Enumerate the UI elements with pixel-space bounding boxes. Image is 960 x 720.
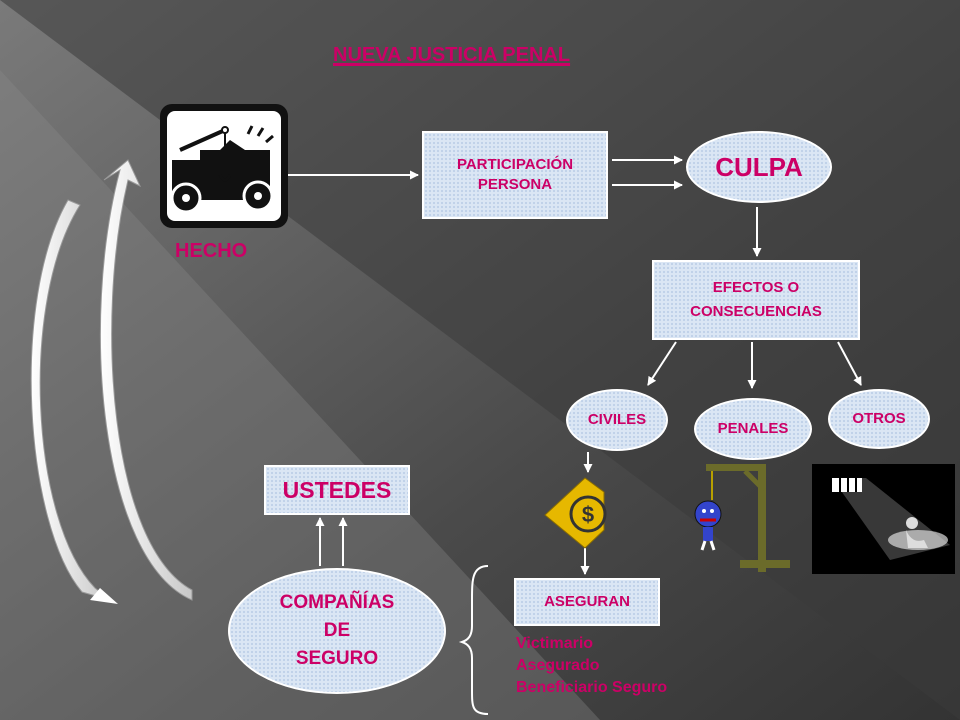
ustedes-label: USTEDES	[282, 476, 392, 503]
companias-label-line1: COMPAÑÍAS	[279, 592, 395, 613]
ustedes-box: USTEDES	[264, 465, 410, 515]
cycle-arrow-down-head	[90, 588, 118, 604]
svg-text:$: $	[582, 502, 594, 527]
cycle-arrow-up	[99, 159, 193, 601]
companias-label-line3: SEGURO	[295, 648, 379, 669]
connector-efectos-civiles	[647, 341, 677, 386]
tow-truck-icon	[160, 104, 288, 228]
page-title: NUEVA JUSTICIA PENAL	[333, 44, 571, 66]
penales-label: PENALES	[717, 420, 789, 437]
efectos-label-line2: CONSECUENCIAS	[690, 303, 822, 320]
civiles-label: CIVILES	[587, 411, 647, 428]
aseguran-box: ASEGURAN	[514, 578, 660, 626]
companias-de-seguro-oval: COMPAÑÍAS DE SEGURO	[228, 568, 446, 694]
connector-efectos-otros	[837, 341, 862, 386]
efectos-label-line1: EFECTOS O	[712, 279, 800, 296]
money-icon: $	[544, 477, 607, 549]
list-item: Asegurado	[516, 657, 600, 674]
list-item: Victimario	[516, 635, 594, 652]
otros-label: OTROS	[852, 410, 906, 427]
gallows-icon	[694, 464, 790, 572]
aseguran-list: Victimario Asegurado Beneficiario Seguro	[516, 633, 667, 699]
efectos-consecuencias-box: EFECTOS O CONSECUENCIAS	[652, 260, 860, 340]
aseguran-label: ASEGURAN	[544, 593, 630, 610]
prisoner-icon	[812, 464, 955, 574]
companias-label-line2: DE	[323, 620, 351, 641]
list-brace	[458, 565, 489, 715]
civiles-oval: CIVILES	[566, 389, 668, 451]
hecho-label: HECHO	[175, 240, 248, 262]
participacion-persona-box: PARTICIPACIÓN PERSONA	[422, 131, 608, 219]
culpa-oval: CULPA	[686, 131, 832, 203]
otros-oval: OTROS	[828, 389, 930, 449]
list-item: Beneficiario Seguro	[516, 679, 668, 696]
culpa-label: CULPA	[715, 151, 803, 182]
participacion-label-line1: PARTICIPACIÓN	[456, 156, 574, 173]
participacion-label-line2: PERSONA	[477, 176, 553, 193]
penales-oval: PENALES	[694, 398, 812, 460]
